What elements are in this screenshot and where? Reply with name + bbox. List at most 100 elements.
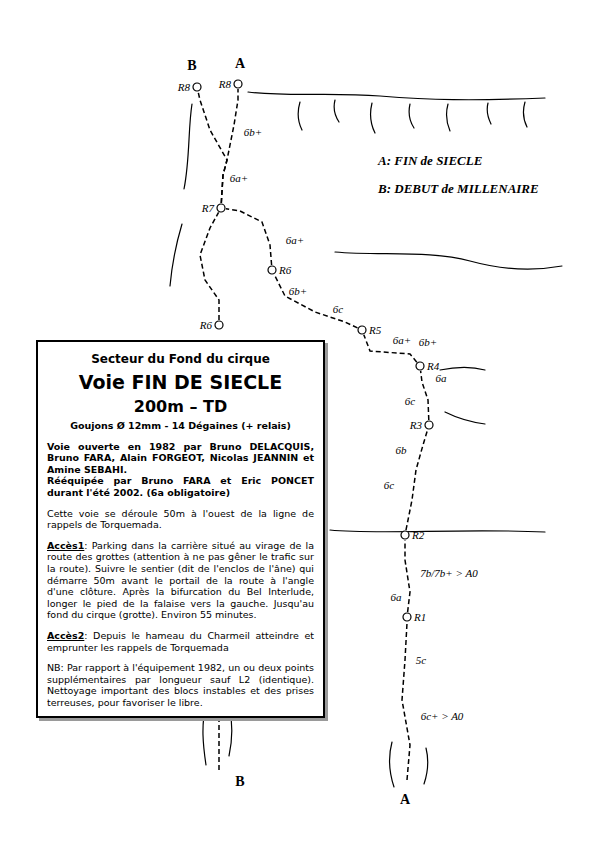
relay-label: R4: [427, 361, 439, 372]
relay-station: R4: [415, 361, 439, 372]
relay-station: R7: [202, 203, 226, 214]
route-pitch: [406, 430, 428, 530]
pitch-grade: 6b+: [243, 127, 263, 138]
relay-label: R6: [200, 320, 212, 331]
route-letter: A: [400, 793, 410, 807]
pitch-grade: 6a+: [285, 235, 305, 246]
route-pitch: [200, 212, 219, 320]
relay-circle: [233, 79, 243, 89]
pitch-grade: 6c+ > A0: [420, 711, 465, 722]
route-pitch: [421, 371, 429, 420]
info-text: Cette voie se déroule 50m à l'ouest de l…: [47, 508, 314, 531]
relay-circle: [193, 83, 201, 91]
relay-circle: [415, 361, 425, 371]
route-pitch: [405, 540, 410, 612]
relay-circle: [215, 321, 223, 329]
ledge-line: [330, 530, 545, 532]
relay-label: R3: [410, 420, 422, 431]
route-key: B: DEBUT de MILLENAIRE: [378, 182, 539, 195]
pitch-grade: 7b/7b+ > A0: [419, 568, 478, 579]
info-paragraph: NB: Par rapport à l'équipement 1982, un …: [47, 662, 314, 708]
route-pitch: [221, 89, 238, 203]
info-text: Rééquipée par Bruno FARA et Eric PONCET …: [47, 475, 314, 498]
info-text: Accès1: [47, 540, 84, 551]
info-paragraph: Voie ouverte en 1982 par Bruno DELACQUIS…: [47, 441, 314, 499]
ledge-line: [335, 252, 562, 269]
relay-circle: [400, 530, 410, 540]
base-rock: [390, 742, 428, 787]
relay-circle: [357, 325, 367, 335]
pitch-grade: 6c: [332, 304, 344, 315]
pitch-grade: 6b+: [288, 286, 308, 297]
pitch-grade: 5c: [415, 655, 427, 666]
info-text: : Depuis le hameau du Charmeil atteindre…: [47, 630, 314, 653]
info-paragraph: 200m – TD: [47, 397, 314, 416]
relay-station: R8: [178, 82, 202, 93]
relay-circle: [192, 82, 202, 92]
relay-circle: [402, 612, 412, 622]
route-pitch: [198, 92, 227, 203]
info-paragraph: Goujons Ø 12mm - 14 Dégaines (+ relais): [47, 420, 314, 432]
route-key: A: FIN de SIECLE: [378, 154, 482, 167]
relay-label: R2: [412, 530, 424, 541]
relay-circle: [403, 613, 411, 621]
info-paragraph: Voie FIN DE SIECLE: [47, 371, 314, 393]
info-text: Voie ouverte en 1982 par Bruno DELACQUIS…: [47, 441, 314, 475]
info-text: Accès2: [47, 630, 84, 641]
relay-circle: [267, 265, 277, 275]
info-text: NB: Par rapport à l'équipement 1982, un …: [47, 662, 314, 708]
route-pitch: [364, 335, 417, 362]
relay-circle: [214, 320, 224, 330]
relay-label: R5: [369, 325, 381, 336]
relay-label: R7: [202, 203, 214, 214]
relay-station: R3: [410, 420, 434, 431]
route-letter: B: [235, 775, 244, 789]
pitch-grade: 6c: [383, 480, 395, 491]
info-paragraph: Cette voie se déroule 50m à l'ouest de l…: [47, 508, 314, 531]
relay-circle: [358, 326, 366, 334]
info-text: : Parking dans la carrière situé au vira…: [47, 540, 314, 621]
relay-station: R6: [267, 265, 291, 276]
pitch-grade: 6a: [435, 373, 448, 384]
relay-circle: [268, 266, 276, 274]
pitch-grade: 6a+: [229, 173, 249, 184]
relay-station: R8: [219, 79, 243, 90]
relay-station: R2: [400, 530, 424, 541]
pitch-grade: 6a+: [392, 335, 412, 346]
info-paragraph: Accès1: Parking dans la carrière situé a…: [47, 540, 314, 621]
info-text: Goujons Ø 12mm - 14 Dégaines (+ relais): [70, 420, 291, 431]
overhang-strokes: [298, 100, 527, 133]
relay-circle: [234, 80, 242, 88]
info-paragraph: Secteur du Fond du cirque: [47, 352, 314, 367]
route-a-start: [402, 623, 410, 780]
relay-station: R5: [357, 325, 381, 336]
relay-circle: [425, 421, 433, 429]
info-text: Voie FIN DE SIECLE: [79, 371, 282, 393]
relay-circle: [217, 204, 225, 212]
cliff-line: [170, 104, 192, 286]
info-text: 200m – TD: [134, 397, 227, 416]
relay-circle: [424, 420, 434, 430]
relay-circle: [401, 531, 409, 539]
route-info-box: Secteur du Fond du cirqueVoie FIN DE SIE…: [36, 340, 325, 718]
pitch-grade: 6b+: [418, 337, 438, 348]
relay-station: R1: [402, 612, 426, 623]
pitch-grade: 6a: [390, 592, 403, 603]
route-letter: B: [187, 59, 196, 73]
relay-label: R8: [178, 82, 190, 93]
route-letter: A: [235, 57, 245, 71]
relay-station: R6: [200, 320, 224, 331]
route-pitch: [274, 274, 357, 327]
pitch-grade: 6c: [404, 396, 416, 407]
relay-label: R1: [414, 612, 426, 623]
route-pitch: [226, 209, 272, 265]
info-text: Secteur du Fond du cirque: [91, 352, 270, 366]
relay-label: R6: [279, 265, 291, 276]
relay-circle: [216, 203, 226, 213]
pitch-grade: 6b: [395, 445, 408, 456]
relay-label: R8: [219, 79, 231, 90]
relay-circle: [416, 362, 424, 370]
info-paragraph: Accès2: Depuis le hameau du Charmeil att…: [47, 630, 314, 653]
overhang-line: [248, 92, 545, 100]
